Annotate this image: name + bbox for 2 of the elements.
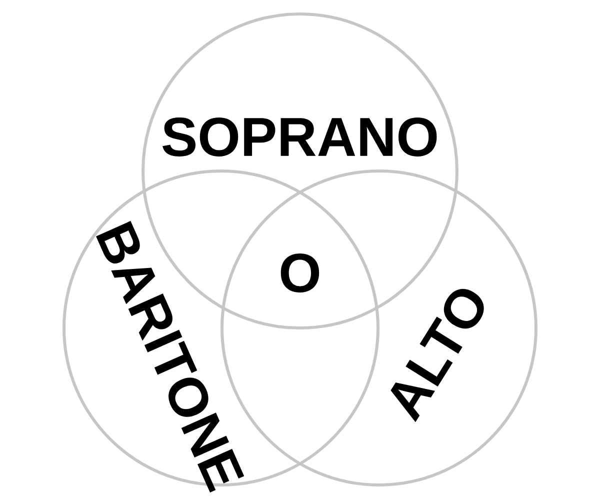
overlap-label: O [280,254,320,292]
category-label: SOPRANO [162,118,437,156]
